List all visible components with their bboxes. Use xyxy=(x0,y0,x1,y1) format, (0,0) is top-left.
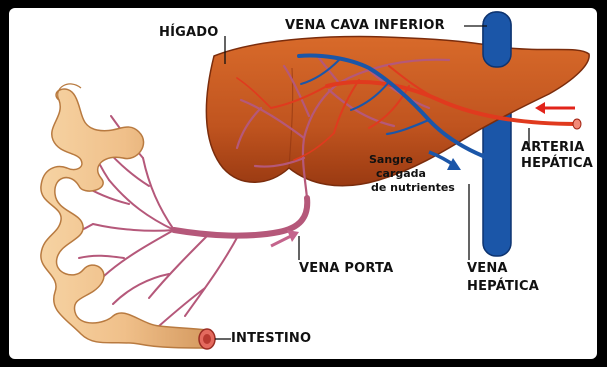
hepatic-artery-label-line2: HEPÁTICA xyxy=(521,157,593,170)
diagram-panel: HÍGADO VENA CAVA INFERIOR ARTERIA HEPÁTI… xyxy=(9,8,597,359)
artery-flow-arrow xyxy=(535,102,575,114)
intestine-label: INTESTINO xyxy=(231,332,311,345)
liver-label: HÍGADO xyxy=(159,26,219,39)
nutrient-blood-label-line1: Sangre xyxy=(369,154,413,167)
nutrient-flow-arrow xyxy=(429,152,461,170)
hepatic-vein-label-line1: VENA xyxy=(467,262,508,275)
nutrient-blood-label-line2: cargada xyxy=(376,168,426,181)
vena-cava-label: VENA CAVA INFERIOR xyxy=(285,19,445,32)
hepatic-artery-label-line1: ARTERIA xyxy=(521,141,585,154)
portal-vein-label: VENA PORTA xyxy=(299,262,393,275)
nutrient-blood-label-line3: de nutrientes xyxy=(371,182,455,195)
hepatic-vein-label-line2: HEPÁTICA xyxy=(467,280,539,293)
liver-circulation-illustration xyxy=(9,8,597,359)
intestine xyxy=(41,89,207,348)
portal-vein xyxy=(174,198,307,236)
